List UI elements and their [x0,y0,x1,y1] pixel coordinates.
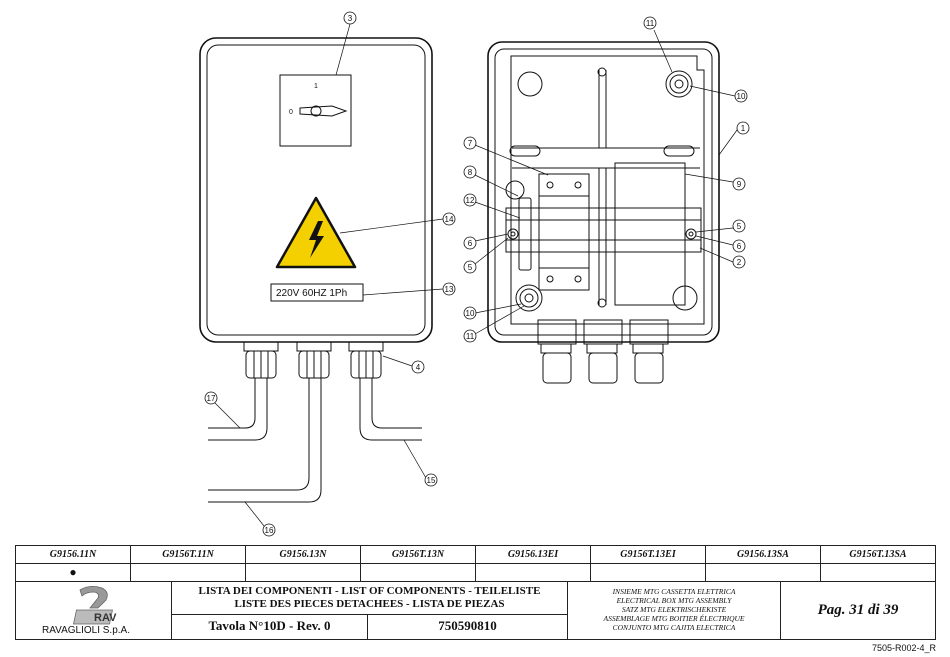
callout-17 [204,391,218,405]
svg-text:2: 2 [737,258,742,267]
callout-15 [424,473,438,487]
document-reference: 7505-R002-4_R [871,643,936,653]
svg-text:4: 4 [416,363,421,372]
logo-cell: RAV RAVAGLIOLI S.p.A. [16,582,172,639]
svg-text:13: 13 [445,285,454,294]
callout-6a [463,236,477,250]
technical-drawing: 1 0 220V 60HZ 1Ph [199,11,750,537]
callout-10a [734,89,748,103]
svg-text:16: 16 [265,526,274,535]
model-header-row: G9156.11N G9156T.11N G9156.13N G9156T.13… [15,545,936,564]
mark-cell [821,564,935,581]
svg-text:8: 8 [468,168,473,177]
box-interior-view [487,41,720,384]
callout-7 [463,136,477,150]
assembly-name-line: CONJUNTO MTG CAJITA ELECTRICA [612,623,736,632]
svg-text:11: 11 [646,19,655,28]
callout-1 [736,121,750,135]
assembly-name-line: SATZ MTG ELEKTRISCHEKISTE [621,605,727,614]
svg-text:6: 6 [737,242,742,251]
assembly-name-line: ELECTRICAL BOX MTG ASSEMBLY [616,596,732,605]
list-titles: LISTA DEI COMPONENTI - LIST OF COMPONENT… [172,582,567,615]
svg-text:5: 5 [468,263,473,272]
model-cell: G9156T.11N [131,546,246,563]
switch-label-off: 0 [289,109,293,116]
table-number: Tavola N°10D - Rev. 0 [172,615,368,639]
callout-16 [262,523,276,537]
model-cell: G9156T.13EI [591,546,706,563]
box-front-view: 1 0 220V 60HZ 1Ph [199,37,433,503]
svg-text:9: 9 [737,180,742,189]
high-voltage-warning-icon [275,196,357,269]
svg-text:10: 10 [466,309,475,318]
mark-cell [131,564,246,581]
voltage-label-plate [270,283,364,302]
callout-10b [463,306,477,320]
model-cell: G9156.13N [246,546,361,563]
center-cell: LISTA DEI COMPONENTI - LIST OF COMPONENT… [172,582,568,639]
main-switch [279,74,352,147]
cable-glands-front [243,341,384,379]
callout-13 [442,282,456,296]
switch-label-on: 1 [314,83,318,90]
ravaglioli-logo-icon: RAV [73,586,117,625]
assembly-name-line: INSIEME MTG CASSETTA ELETTRICA [612,587,736,596]
svg-text:6: 6 [468,239,473,248]
terminal-block [538,173,590,291]
cable-glands-interior [537,319,669,384]
page-number: Pag. 31 di 39 [817,602,899,618]
model-cell: G9156T.13N [361,546,476,563]
callout-8 [463,165,477,179]
assembly-names: INSIEME MTG CASSETTA ELETTRICA ELECTRICA… [568,582,781,639]
callout-3 [343,11,357,25]
model-cell: G9156.13SA [706,546,821,563]
callout-9 [732,177,746,191]
list-title-line: LISTA DEI COMPONENTI - LIST OF COMPONENT… [198,585,541,597]
callout-6b [732,239,746,253]
mark-cell [706,564,821,581]
assembly-name-line: ASSEMBLAGE MTG BOITIER ÉLECTRIQUE [603,614,745,623]
svg-text:1: 1 [741,124,746,133]
applicability-row: ● [15,564,936,582]
relay-block [614,162,686,306]
svg-text:17: 17 [207,394,216,403]
svg-text:3: 3 [348,14,353,23]
model-cell: G9156.11N [16,546,131,563]
callout-5b [732,219,746,233]
svg-text:14: 14 [445,215,454,224]
svg-text:11: 11 [466,332,475,341]
cables [208,378,422,503]
table-row: Tavola N°10D - Rev. 0 750590810 [172,615,567,639]
mark-cell: ● [16,564,131,581]
callout-2 [732,255,746,269]
callout-14 [442,212,456,226]
mark-cell [246,564,361,581]
voltage-label: 220V 60HZ 1Ph [276,288,347,299]
mark-cell [591,564,706,581]
callout-11a [643,16,657,30]
svg-text:7: 7 [468,139,473,148]
list-title-line: LISTE DES PIECES DETACHEES - LISTA DE PI… [234,598,505,610]
callout-4 [411,360,425,374]
svg-text:10: 10 [737,92,746,101]
svg-text:12: 12 [466,196,475,205]
leader-lines [214,23,738,527]
mark-cell [476,564,591,581]
callout-12 [463,193,477,207]
svg-text:5: 5 [737,222,742,231]
model-cell: G9156T.13SA [849,549,907,560]
callout-11b [463,329,477,343]
callout-bubbles [204,11,750,537]
title-main-row: RAV RAVAGLIOLI S.p.A. LISTA DEI COMPONEN… [15,582,936,640]
mark-cell [361,564,476,581]
svg-text:15: 15 [427,476,436,485]
drawing-code: 750590810 [438,618,497,633]
din-rail [505,207,702,253]
title-block: G9156.11N G9156T.11N G9156.13N G9156T.13… [15,545,936,645]
callout-5a [463,260,477,274]
model-cell: G9156.13EI [476,546,591,563]
company-name: RAVAGLIOLI S.p.A. [42,625,130,636]
svg-text:RAV: RAV [94,612,117,624]
